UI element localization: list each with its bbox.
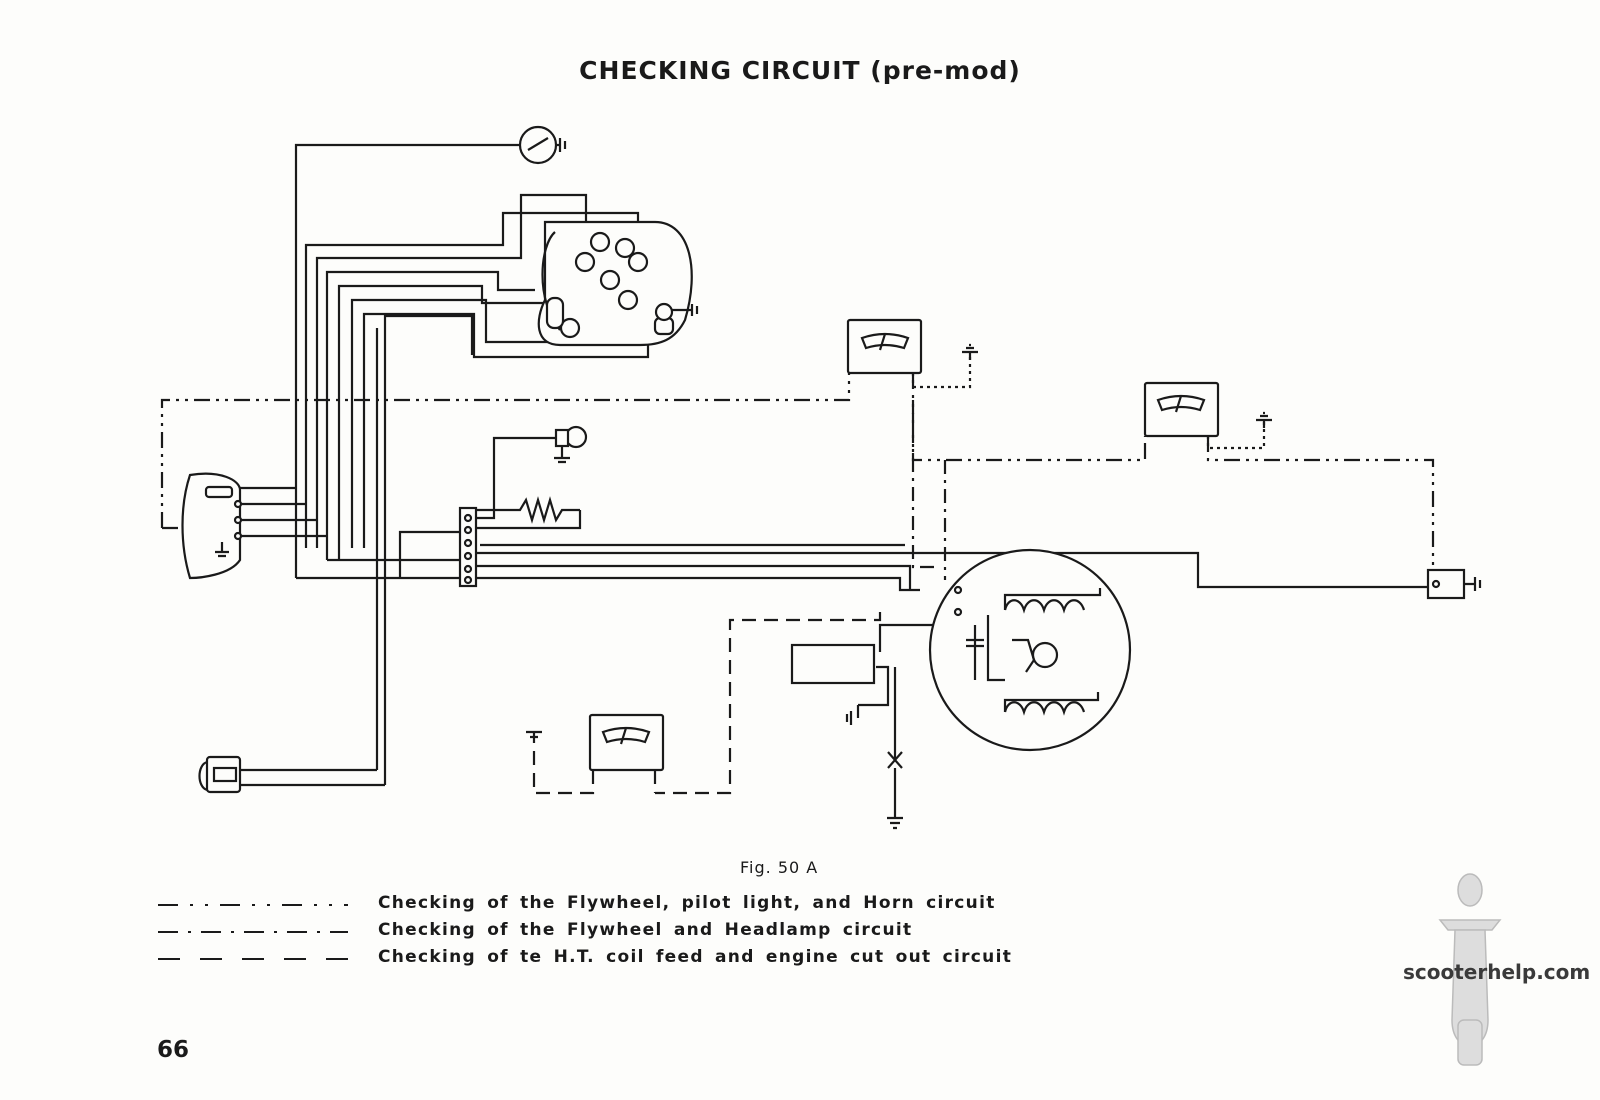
legend-label: Checking of the Flywheel and Headlamp ci… xyxy=(378,920,913,940)
stop-switch-icon xyxy=(518,125,567,165)
page-title: CHECKING CIRCUIT (pre-mod) xyxy=(579,56,1021,85)
page-number: 66 xyxy=(157,1037,190,1063)
horn-icon xyxy=(554,425,588,464)
dash-dot-sample-icon xyxy=(158,931,348,933)
ht-coil-icon xyxy=(790,643,903,830)
solid-wiring xyxy=(232,143,1428,787)
watermark: scooterhelp.com xyxy=(1403,960,1591,984)
legend-label: Checking of the Flywheel, pilot light, a… xyxy=(378,893,996,913)
dashed-sample-icon xyxy=(158,958,348,960)
flywheel-magneto-icon xyxy=(928,548,1132,752)
regulator-icon xyxy=(181,472,243,580)
handlebar-switch-icon xyxy=(537,220,699,347)
test-meter-icon xyxy=(526,713,665,772)
scooter-logo-icon xyxy=(1438,873,1502,1066)
figure-caption: Fig. 50 A xyxy=(740,858,819,877)
test-meter-icon xyxy=(1143,381,1272,438)
dash-dot-dot-sample-icon xyxy=(158,904,348,906)
dashed-wiring xyxy=(532,612,882,795)
dash-dot-wiring xyxy=(911,400,947,580)
dash-dot-dot-wiring xyxy=(160,373,1435,590)
rear-connector-icon xyxy=(1426,568,1482,600)
terminal-block-icon xyxy=(458,496,580,588)
legend-label: Checking of te H.T. coil feed and engine… xyxy=(378,947,1013,967)
test-meter-icon xyxy=(846,318,978,375)
stop-light-icon xyxy=(198,755,242,794)
